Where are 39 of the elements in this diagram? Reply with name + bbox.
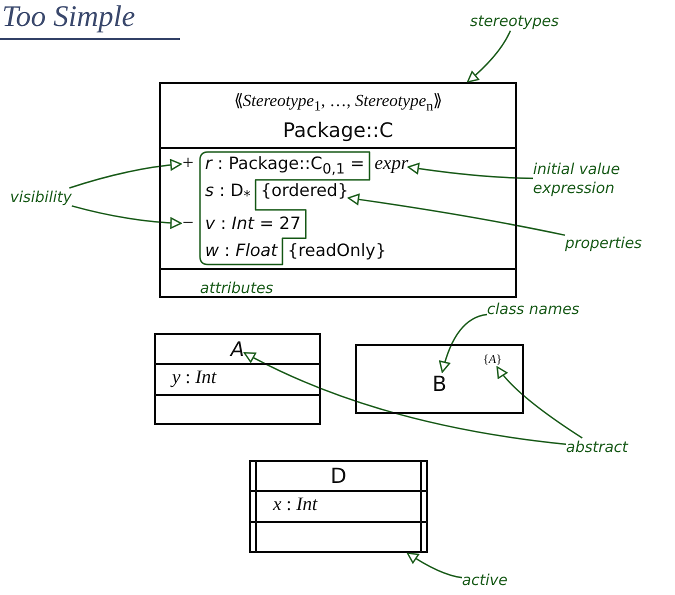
attribute-text: x : Int (273, 494, 318, 516)
property-text: {readOnly} (287, 242, 386, 262)
attribute-text: v : Int = 27 (205, 215, 301, 235)
leader-arrow (69, 159, 182, 189)
leader-arrow (496, 366, 583, 439)
property-text: {ordered} (260, 182, 348, 202)
leader-arrow (348, 194, 566, 236)
handwritten-note: visibility (10, 188, 72, 207)
handwritten-note: properties (565, 234, 642, 253)
expression-text: expr (374, 154, 408, 175)
handwritten-note: class names (487, 300, 580, 319)
leader-arrow (439, 314, 488, 373)
handwritten-note: attributes (200, 279, 274, 298)
class-name: A (230, 337, 244, 361)
slide-title: Too Simple (2, 0, 136, 34)
visibility-sign: − (181, 212, 195, 235)
class-box (249, 460, 428, 553)
leader-arrow (466, 30, 512, 83)
class-box (159, 82, 517, 298)
attribute-text: r : Package::C$_{0,1}$ = (205, 155, 364, 178)
handwritten-note: stereotypes (470, 12, 559, 31)
class-name: B (432, 372, 447, 396)
class-name: Package::C (282, 118, 394, 142)
handwritten-note: initial value expression (533, 160, 673, 198)
class-name: D (330, 464, 347, 488)
class-box (154, 333, 321, 425)
handwritten-note: active (462, 571, 508, 590)
attribute-text: y : Int (172, 367, 216, 389)
leader-arrow (72, 205, 182, 229)
leader-arrow (408, 162, 534, 180)
leader-arrow (244, 352, 566, 445)
stereotype-text: ⟪Stereotype$_{1}$, …, Stereotype$_{n}$⟫ (234, 90, 442, 116)
class-box (355, 344, 524, 414)
constraint-text: {A} (483, 352, 502, 367)
handwritten-note: abstract (566, 438, 628, 457)
attribute-text: s : D$_{*}$ (205, 182, 251, 205)
leader-arrow (406, 552, 462, 578)
attribute-text: w : Float (205, 242, 278, 262)
visibility-sign: + (181, 152, 195, 175)
